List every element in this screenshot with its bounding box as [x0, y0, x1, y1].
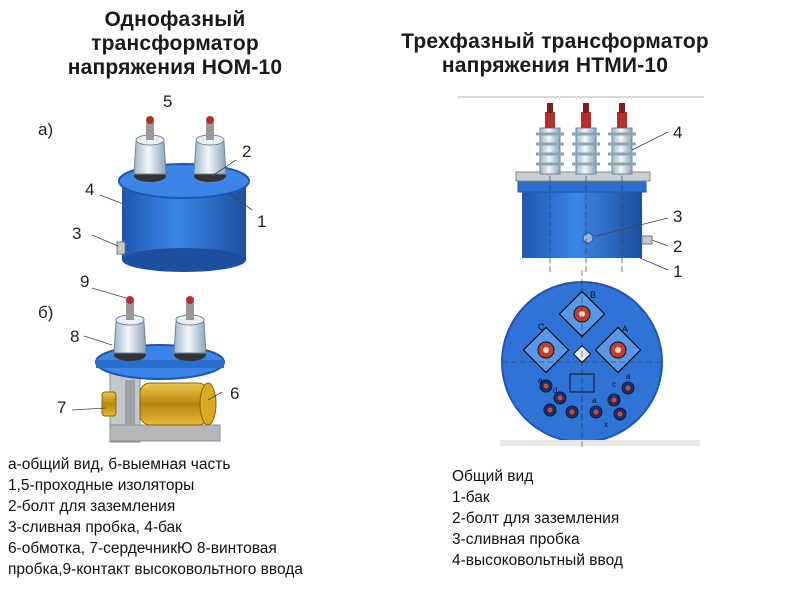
single-phase-transformer-b	[71, 287, 225, 443]
caption-line: 2-болт для заземления	[8, 498, 176, 515]
part-number-9: 9	[80, 272, 90, 291]
insulator-left	[133, 116, 167, 182]
insulator-b-left	[113, 296, 147, 361]
caption-line: 4-высоковольтный ввод	[452, 552, 623, 569]
caption-line: Общий вид	[452, 468, 534, 485]
part-number-1: 1	[257, 212, 267, 231]
part-number-2: 2	[673, 237, 683, 256]
ground-bolt	[641, 235, 653, 245]
left-title: Однофазный трансформатор напряжения НОМ-…	[40, 8, 310, 80]
caption-line: 2-болт для заземления	[452, 510, 620, 527]
part-number-1: 1	[673, 262, 683, 281]
subfigure-label-a: а)	[38, 120, 54, 139]
lid-letter: x	[604, 420, 608, 429]
part-number-3: 3	[673, 207, 683, 226]
part-number-3: 3	[72, 224, 82, 243]
part-number-8: 8	[70, 327, 80, 346]
part-number-4: 4	[85, 180, 95, 199]
hv-insulators	[536, 103, 636, 175]
lid-top-view	[500, 270, 700, 450]
single-phase-transformer-a	[91, 116, 253, 272]
three-phase-transformer	[458, 96, 704, 450]
caption-line: 6-обмотка, 7-сердечникЮ 8-винтовая	[8, 540, 277, 557]
left-title-line: напряжения НОМ-10	[67, 56, 283, 79]
part-number-2: 2	[242, 142, 252, 161]
lid-letter: B	[590, 290, 597, 300]
lid-letter: a	[592, 396, 597, 405]
caption-line: 1,5-проходные изоляторы	[8, 477, 195, 494]
caption-line: 3-сливная пробка, 4-бак	[8, 519, 182, 536]
left-caption: а-общий вид, б-выемная часть 1,5-проходн…	[8, 454, 408, 580]
right-title-line: Трехфазный трансформатор	[401, 30, 709, 53]
left-title-line: трансформатор	[91, 32, 259, 55]
lid-letter: d	[553, 386, 558, 395]
lid-letter: A	[622, 324, 629, 334]
tank-3ph	[522, 190, 642, 258]
subfigure-label-b: б)	[38, 303, 54, 322]
tank-bottom	[122, 248, 246, 272]
right-title: Трехфазный трансформатор напряжения НТМИ…	[345, 30, 765, 78]
lid-letter: c	[612, 380, 616, 389]
right-caption: Общий вид 1-бак 2-болт для заземления 3-…	[452, 466, 752, 571]
part-number-6: 6	[230, 384, 240, 403]
lid-letter: a	[538, 376, 543, 385]
right-title-line: напряжения НТМИ-10	[441, 54, 669, 77]
part-number-4: 4	[673, 123, 683, 142]
left-title-line: Однофазный	[104, 8, 246, 31]
part-number-5: 5	[163, 92, 173, 111]
lid-letter: C	[538, 322, 545, 332]
insulator-b-right	[173, 296, 207, 361]
insulator-right	[193, 116, 227, 182]
drain-plug	[116, 241, 126, 255]
part-number-7: 7	[57, 398, 67, 417]
caption-line: а-общий вид, б-выемная часть	[8, 456, 231, 473]
caption-line: 3-сливная пробка	[452, 531, 580, 548]
caption-line: 1-бак	[452, 489, 490, 506]
winding	[139, 382, 209, 426]
caption-line: пробка,9-контакт высоковольтного ввода	[8, 561, 303, 578]
drain-plug-3ph	[582, 232, 594, 244]
lid-letter: a	[626, 372, 631, 381]
